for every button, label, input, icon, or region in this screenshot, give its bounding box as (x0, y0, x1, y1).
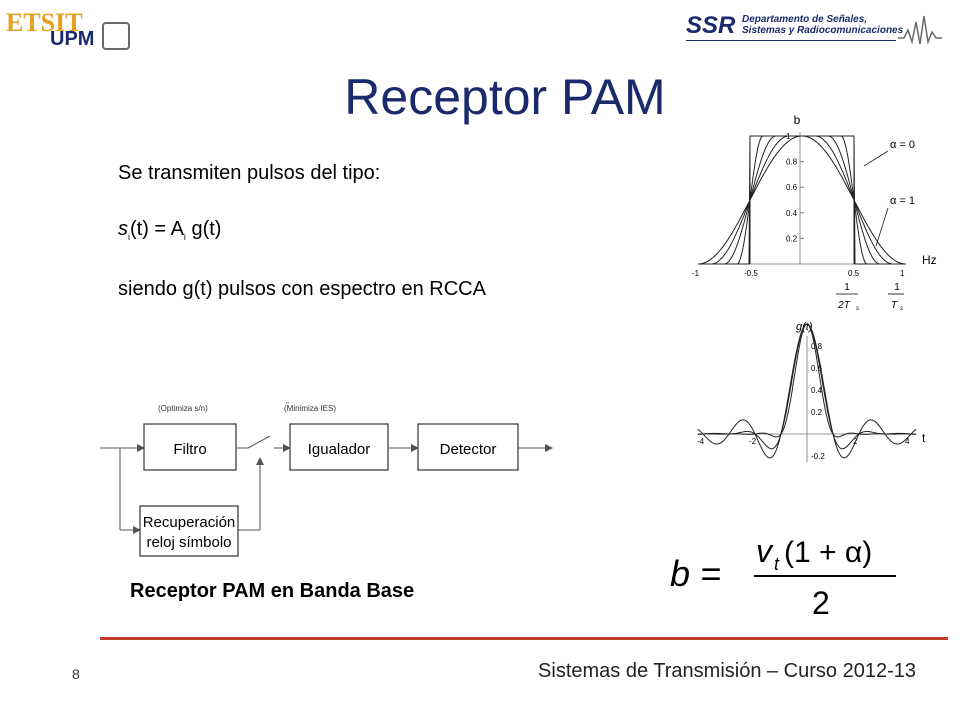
spectrum-xtick: 1 (900, 269, 905, 278)
note-filtro: (Optimiza s/n) (158, 404, 208, 413)
frac2-num: 1 (894, 282, 900, 293)
detector-block (417, 423, 519, 471)
pulse-ytick: 0.6 (811, 364, 823, 373)
spectrum-curve (698, 135, 906, 265)
spectrum-xtick: 0.5 (848, 269, 860, 278)
pulse-ytick: 0.2 (811, 408, 823, 417)
bandwidth-formula: b = v t (1 + α) 2 (670, 533, 896, 621)
rcca-spectrum-plot: b 1 0.8 0.6 0.4 0.2 -1 -0.5 0.5 1 α = 0 α = 1 H… (692, 113, 937, 312)
etsit-logo-text: ETSIT (6, 8, 83, 37)
slide-title: Receptor PAM (344, 69, 666, 125)
spectrum-ytick: 0.8 (786, 158, 798, 167)
spectrum-unit: Hz (922, 253, 937, 267)
svg-text:s: s (900, 306, 903, 312)
footer-divider (100, 637, 948, 640)
pulse-ytick: 0.4 (811, 386, 823, 395)
svg-text:(1 + α): (1 + α) (784, 536, 872, 569)
frac1-den: 2T (837, 300, 851, 311)
igualador-block (289, 423, 389, 471)
signal-equation: si(t) = Ai g(t) (118, 218, 222, 242)
svg-text:v: v (756, 533, 774, 569)
recuperacion-block (139, 505, 239, 557)
svg-text:t: t (774, 554, 780, 574)
svg-text:s: s (856, 306, 859, 312)
spectrum-curve (698, 135, 906, 265)
recuperacion-label-1: Recuperación (143, 514, 236, 531)
spectrum-curve (698, 135, 906, 265)
note-igualador: (Minimiza IES) (284, 404, 336, 413)
receiver-block-diagram: (Optimiza s/n) (Minimiza IES) " Filtro I… (100, 401, 553, 557)
spectrum-curve (698, 135, 906, 265)
filtro-label: Filtro (173, 441, 206, 458)
pulse-xtick: -2 (749, 437, 757, 446)
alpha1-label: α = 1 (890, 195, 915, 207)
igualador-label: Igualador (308, 441, 371, 458)
spectrum-curve-alpha0 (749, 135, 855, 264)
frac2-den: T (891, 300, 898, 311)
ssr-department-logo: SSR Departamento de Señales, Sistemas y … (686, 6, 942, 46)
spectrum-ytick: 0.2 (786, 234, 798, 243)
pulse-curve (697, 323, 917, 438)
department-name: Departamento de Señales, Sistemas y Radi… (742, 14, 904, 36)
diagram-caption: Receptor PAM en Banda Base (130, 580, 415, 602)
university-seal-icon (102, 22, 130, 50)
pulse-xtick: 4 (905, 437, 910, 446)
svg-text:b =: b = (670, 553, 721, 594)
note-mark: " (286, 401, 289, 410)
spectrum-curve (698, 135, 906, 265)
frac1-num: 1 (844, 282, 850, 293)
spectrum-xtick: -1 (692, 269, 700, 278)
logo-underline (686, 40, 896, 41)
recuperacion-label-2: reloj símbolo (146, 534, 231, 551)
page-number: 8 (72, 666, 80, 682)
waveform-icon (898, 15, 942, 45)
spectrum-ytick: 0.6 (786, 183, 798, 192)
course-footer: Sistemas de Transmisión – Curso 2012-13 (538, 660, 916, 682)
sampler-switch (247, 435, 271, 449)
etsit-upm-logo: ETSIT UPM (6, 8, 134, 52)
rcca-text: siendo g(t) pulsos con espectro en RCCA (118, 278, 486, 300)
pulse-xtick: -4 (697, 437, 705, 446)
detector-label: Detector (440, 441, 497, 458)
spectrum-ytick: 0.4 (786, 209, 798, 218)
filtro-block (143, 423, 237, 471)
spectrum-xtick: -0.5 (744, 269, 758, 278)
spectrum-label-b: b (794, 113, 801, 127)
intro-text: Se transmiten pulsos del tipo: (118, 162, 381, 184)
alpha0-label: α = 0 (890, 139, 915, 151)
ssr-logo-text: SSR (686, 12, 736, 39)
svg-text:2: 2 (812, 585, 830, 621)
pulse-ytick: -0.2 (811, 452, 825, 461)
upm-logo-text: UPM (50, 28, 95, 50)
pulse-unit: t (922, 431, 926, 445)
